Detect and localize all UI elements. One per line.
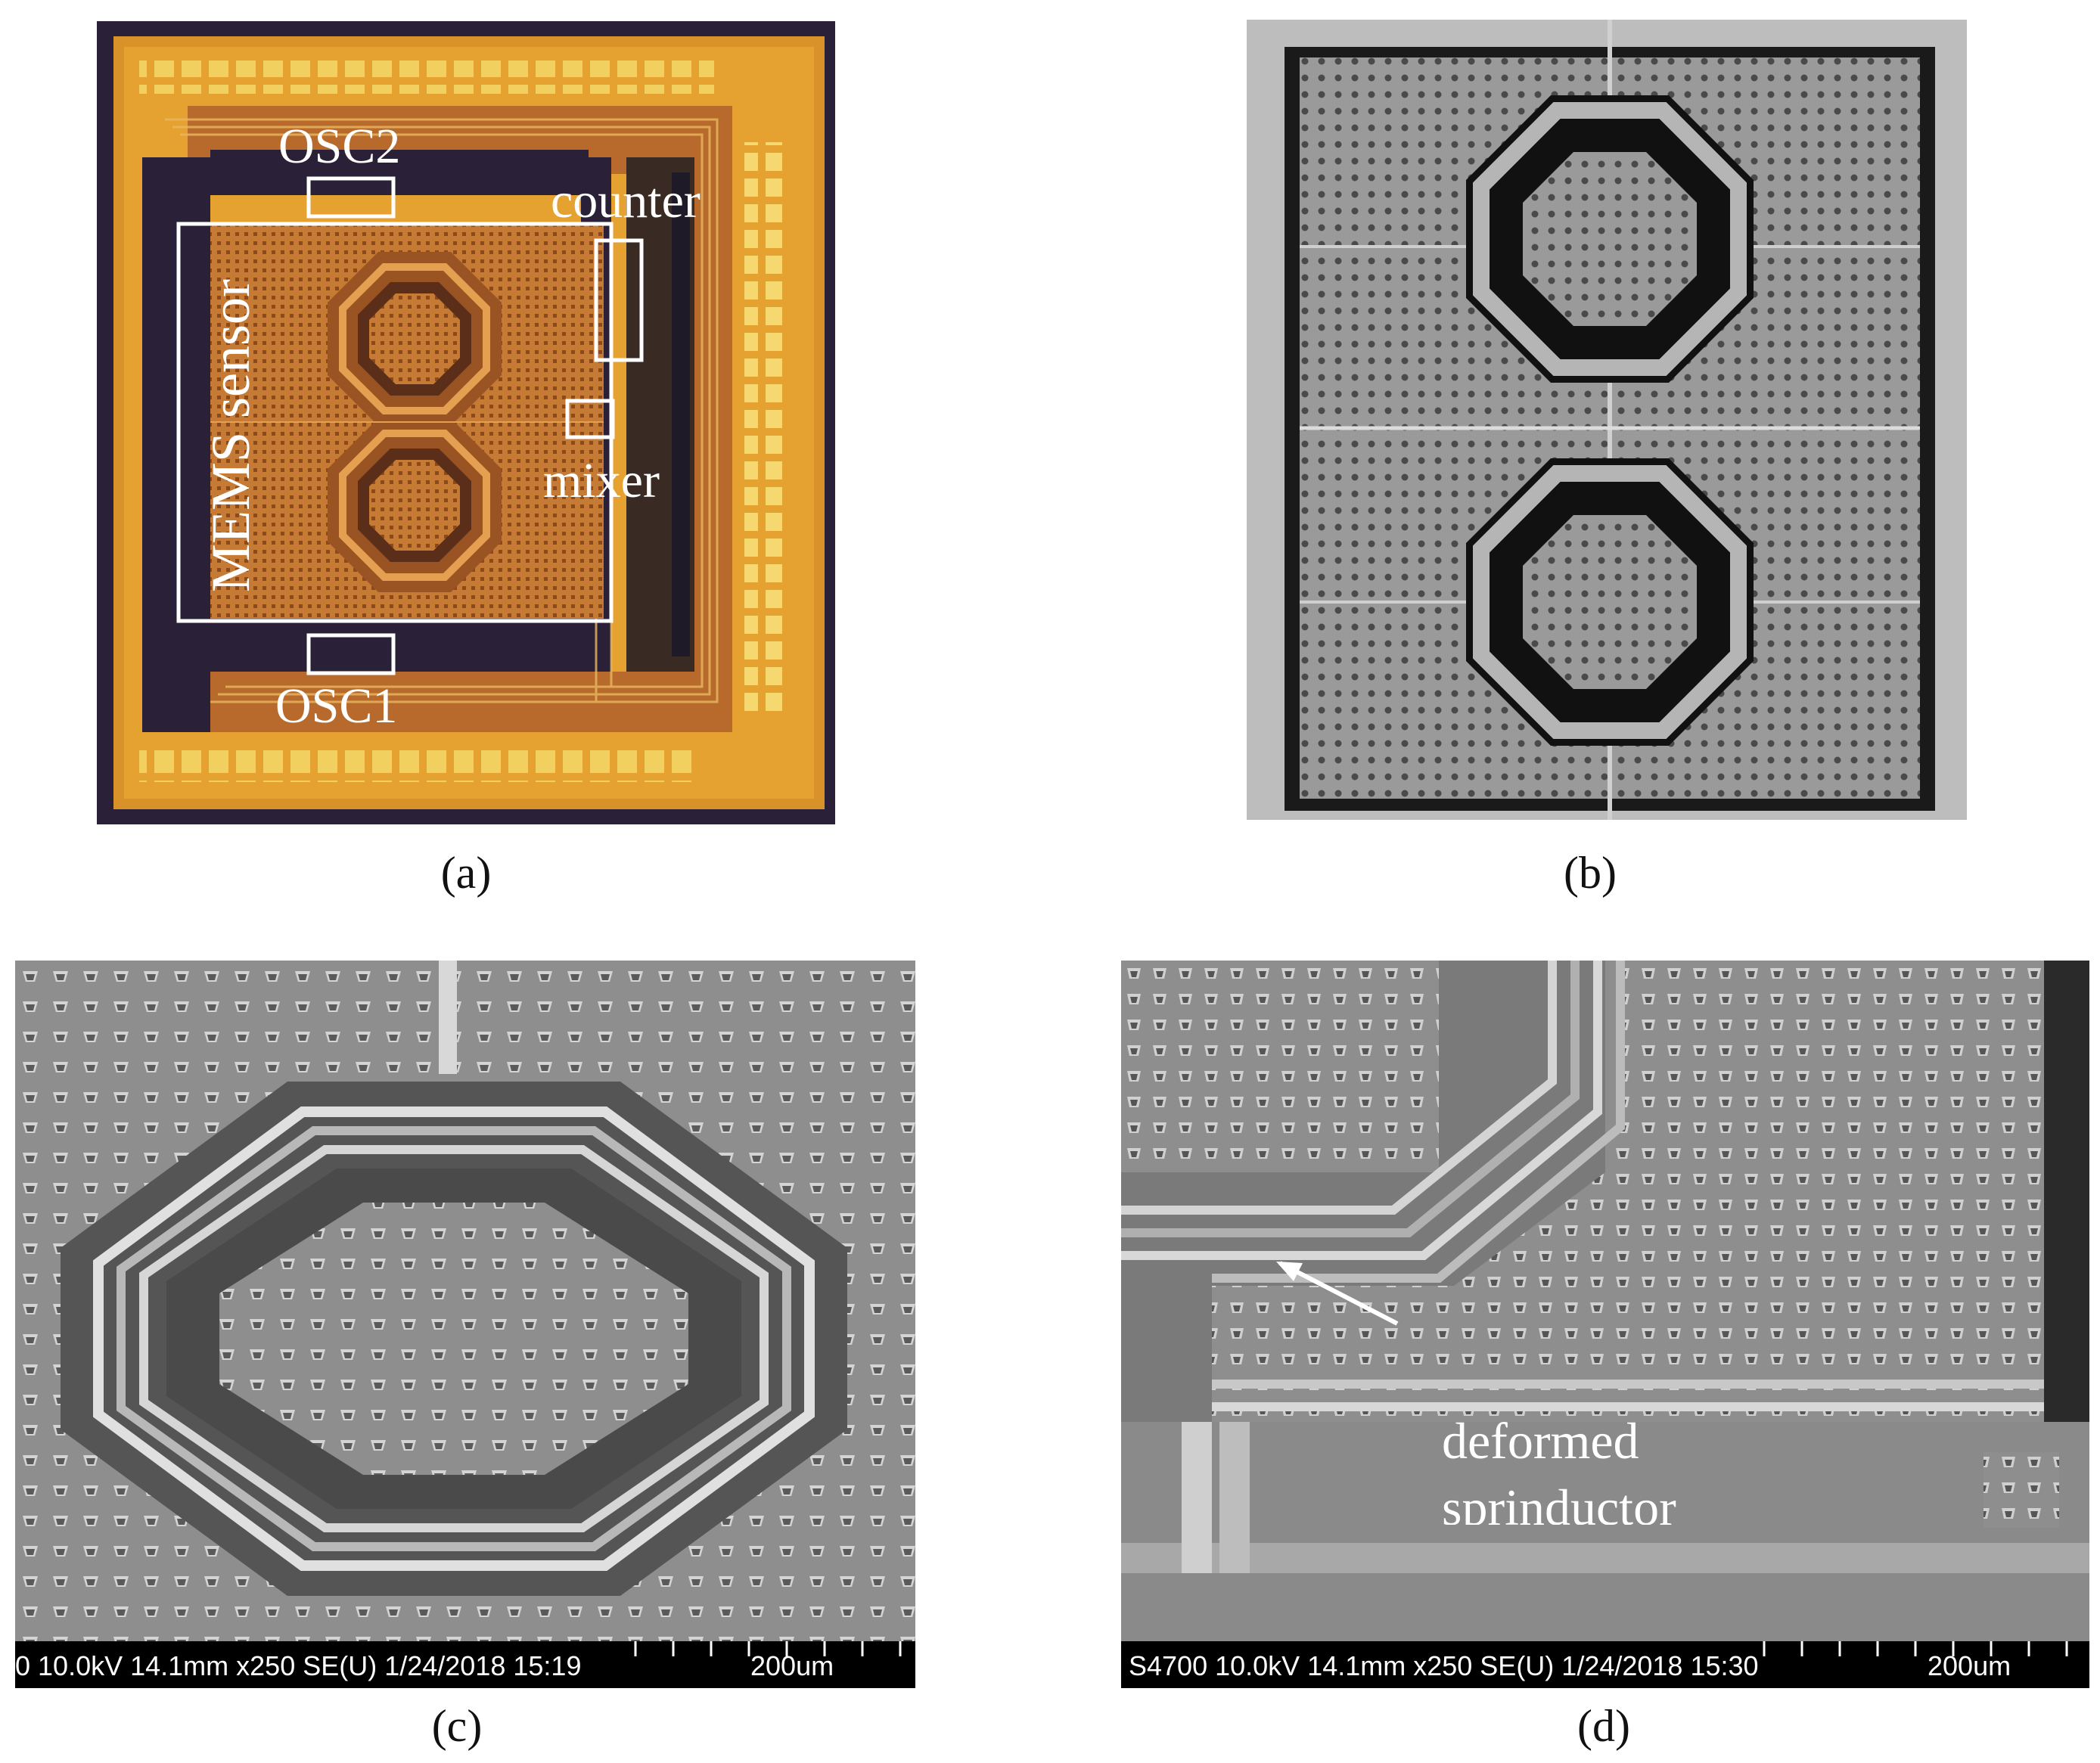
mixer-label: mixer bbox=[543, 453, 660, 508]
sem-info-text: 0 10.0kV 14.1mm x250 SE(U) 1/24/2018 15:… bbox=[15, 1650, 582, 1681]
sprinductor-bottom bbox=[328, 418, 502, 592]
dark-region-left bbox=[142, 157, 210, 732]
caption-d: (d) bbox=[1577, 1701, 1630, 1751]
mems-sensor-label: MEMS sensor bbox=[200, 278, 261, 592]
mixer-box bbox=[565, 399, 615, 439]
osc2-label: OSC2 bbox=[278, 119, 401, 174]
counter-box bbox=[594, 238, 644, 362]
perforated-surface-left bbox=[1121, 961, 1439, 1172]
sprinductor-tilted bbox=[61, 1082, 847, 1596]
sem-scale-label: 200um bbox=[1928, 1650, 2011, 1681]
sem-info-bar bbox=[1121, 1641, 2089, 1688]
counter-label: counter bbox=[551, 173, 701, 228]
caption-a: (a) bbox=[440, 848, 492, 898]
annotation-arrow-head bbox=[1276, 1262, 1303, 1281]
perforated-surface-right bbox=[1605, 961, 2044, 1384]
panel-a-chip-micrograph: OSC2 OSC1 counter mixer MEMS sensor bbox=[97, 21, 835, 824]
panel-c-sem-tilted: 0 10.0kV 14.1mm x250 SE(U) 1/24/2018 15:… bbox=[15, 961, 915, 1688]
substrate bbox=[1121, 1422, 2089, 1641]
annotation-arrow-line bbox=[1278, 1261, 1399, 1326]
sprinductor-top bbox=[328, 252, 502, 426]
pad-row-top bbox=[139, 61, 714, 94]
sprinductor-bottom bbox=[1466, 458, 1754, 746]
osc2-box bbox=[306, 176, 396, 219]
panel-b-sem-top-view bbox=[1247, 20, 1967, 820]
pad-column-right bbox=[744, 142, 782, 717]
panel-d-sem-deformed: deformed sprinductor S4700 10.0kV 14.1mm… bbox=[1121, 961, 2089, 1688]
sem-scale-label: 200um bbox=[750, 1650, 834, 1681]
deformed-annotation-line2: sprinductor bbox=[1442, 1479, 1676, 1525]
sprinductor-top bbox=[1466, 95, 1754, 383]
deformed-annotation-line1: deformed bbox=[1442, 1412, 1639, 1470]
caption-c: (c) bbox=[431, 1701, 483, 1751]
sem-info-text: S4700 10.0kV 14.1mm x250 SE(U) 1/24/2018… bbox=[1129, 1650, 1759, 1681]
osc1-label: OSC1 bbox=[275, 678, 398, 734]
sem-info-bar bbox=[15, 1641, 915, 1688]
osc1-box bbox=[306, 633, 396, 675]
caption-b: (b) bbox=[1564, 848, 1617, 898]
pad-row-bottom bbox=[139, 747, 699, 782]
